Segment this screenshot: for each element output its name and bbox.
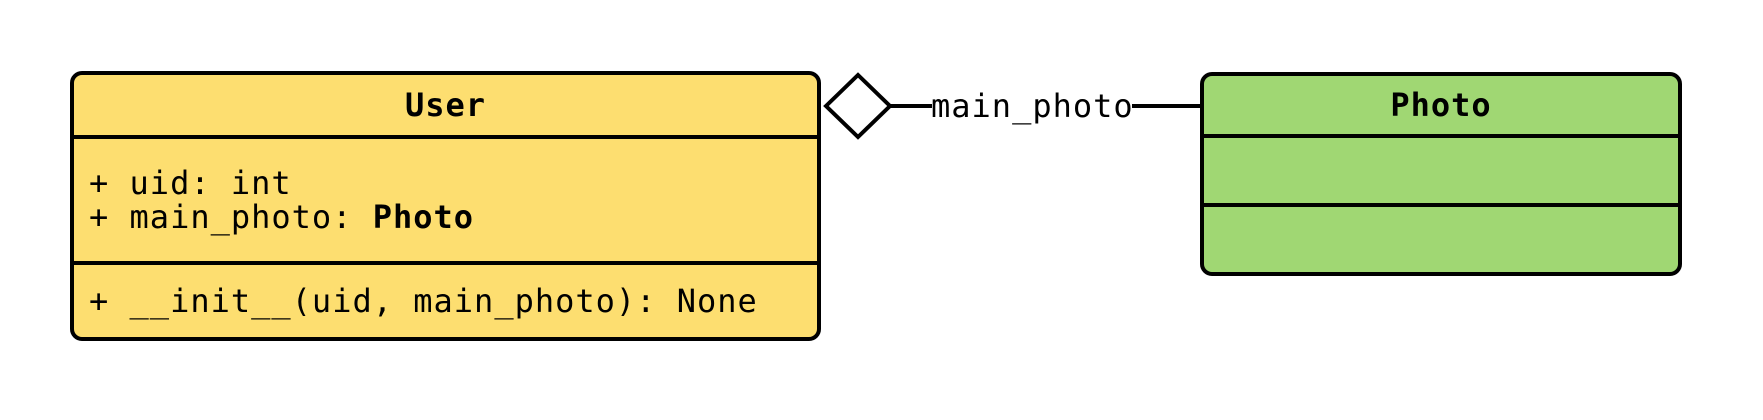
class-box-user: User + uid: int + main_photo: Photo + __… [70,71,821,341]
class-title-user: User [74,75,817,139]
relationship-label: main_photo [931,87,1134,125]
photo-methods-section [1204,207,1678,272]
attribute-main-photo-type: Photo [372,198,475,236]
attribute-uid: + uid: int [89,166,817,200]
class-name-user: User [404,86,487,124]
class-box-photo: Photo [1200,72,1682,276]
class-title-photo: Photo [1204,76,1678,138]
user-attributes-section: + uid: int + main_photo: Photo [74,139,817,265]
attribute-uid-text: + uid: int [89,164,292,202]
attribute-main-photo-text: + main_photo: [89,198,373,236]
attribute-main-photo: + main_photo: Photo [89,200,817,234]
user-methods-section: + __init__(uid, main_photo): None [74,265,817,337]
method-init: + __init__(uid, main_photo): None [89,282,758,320]
aggregation-diamond-icon [823,72,893,140]
class-name-photo: Photo [1390,86,1492,124]
photo-attributes-section [1204,138,1678,207]
